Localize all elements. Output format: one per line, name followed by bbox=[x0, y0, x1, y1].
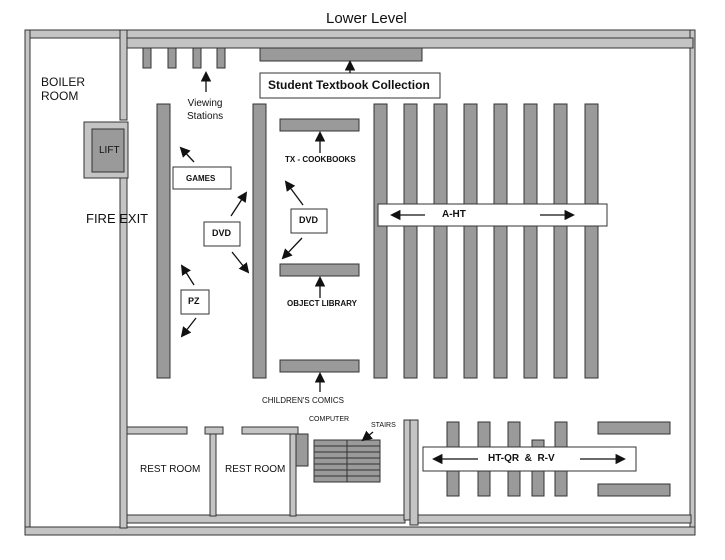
stairs-steps bbox=[313, 439, 381, 483]
rest-room-1-label: REST ROOM bbox=[140, 464, 201, 475]
childrens-comics-label: CHILDREN'S COMICS bbox=[262, 396, 344, 405]
boiler-room-label-line2: ROOM bbox=[41, 89, 79, 103]
boiler-room-label: BOILER ROOM bbox=[41, 75, 85, 103]
student-textbook-label: Student Textbook Collection bbox=[268, 78, 430, 92]
shelves bbox=[156, 47, 671, 497]
dvd-right-label: DVD bbox=[299, 215, 319, 225]
boiler-room-label-line1: BOILER bbox=[41, 75, 86, 89]
fire-exit-label: FIRE EXIT bbox=[86, 211, 149, 226]
lift-shaft bbox=[83, 121, 129, 179]
outer-walls bbox=[24, 29, 696, 536]
object-library-label: OBJECT LIBRARY bbox=[287, 299, 357, 308]
viewing-stations-label: Viewing Stations bbox=[187, 97, 223, 123]
games-label: GAMES bbox=[186, 174, 216, 183]
pz-label: PZ bbox=[188, 296, 200, 306]
tx-cookbooks-label: TX - COOKBOOKS bbox=[285, 155, 356, 164]
computer-label: COMPUTER bbox=[309, 416, 350, 423]
viewing-stations-label-line1: Viewing bbox=[187, 98, 223, 109]
viewing-stations-label-line2: Stations bbox=[187, 111, 224, 122]
rest-room-2-label: REST ROOM bbox=[225, 464, 286, 475]
stairs-label: STAIRS bbox=[371, 422, 396, 429]
lift-label: LIFT bbox=[99, 145, 120, 156]
map-title: Lower Level bbox=[326, 10, 407, 27]
a-ht-label: A-HT bbox=[442, 209, 466, 220]
direction-arrows bbox=[179, 60, 626, 465]
dvd-left-label: DVD bbox=[212, 228, 232, 238]
viewing-station-posts bbox=[142, 47, 226, 69]
ht-qr-rv-label: HT-QR & R-V bbox=[488, 453, 555, 464]
